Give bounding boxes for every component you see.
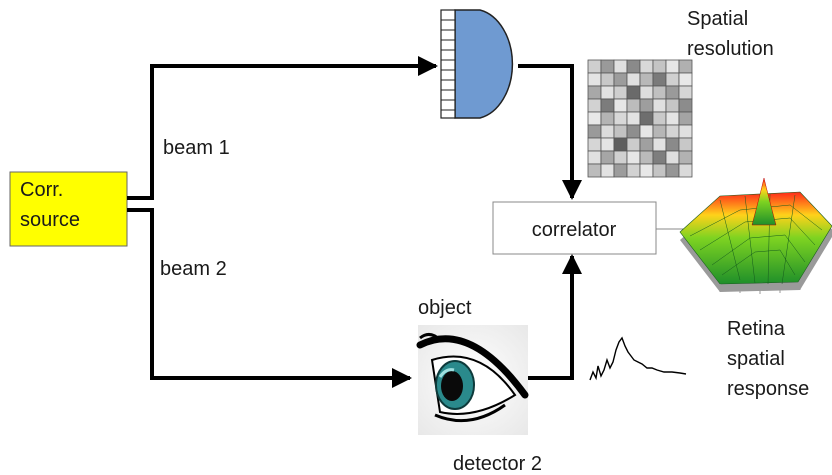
beam-1-label: beam 1	[163, 137, 230, 159]
pixel-grid-icon	[587, 59, 693, 178]
corr-source-box: Corr. source	[9, 171, 128, 247]
source-label-line1: Corr.	[20, 179, 63, 201]
eye-icon	[416, 325, 529, 435]
correlator-box: correlator	[492, 201, 657, 255]
object-label: object	[418, 297, 472, 319]
beam-1-path	[127, 56, 438, 200]
detector2-to-correlator-line	[528, 254, 582, 380]
spatial-resolution-line1: Spatial	[687, 8, 748, 30]
retina-label-line2: spatial	[727, 348, 785, 370]
retina-label-line1: Retina	[727, 318, 786, 340]
source-label-line2: source	[20, 209, 80, 231]
signal-trace-icon	[589, 336, 687, 381]
retina-surface-icon	[679, 177, 832, 294]
array-detector-icon	[440, 9, 514, 119]
retina-label-line3: response	[727, 378, 809, 400]
detector-2-label: detector 2	[453, 453, 542, 475]
correlator-label: correlator	[532, 219, 617, 241]
beam-2-label: beam 2	[160, 258, 227, 280]
detector1-to-correlator-line	[518, 64, 582, 200]
spatial-resolution-line2: resolution	[687, 38, 774, 60]
beam-2-path	[127, 208, 412, 388]
